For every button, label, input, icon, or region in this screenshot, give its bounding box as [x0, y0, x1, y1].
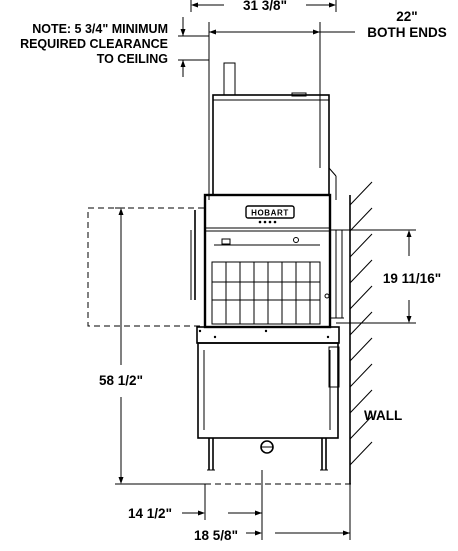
- dim-overall-height-label: 58 1/2": [99, 373, 143, 388]
- dim-both-ends-caption: BOTH ENDS: [367, 25, 447, 40]
- dim-depth-to-wall: [246, 484, 351, 540]
- dim-top-width: [190, 0, 337, 12]
- dim-bottom-offset-label: 14 1/2": [128, 506, 172, 521]
- dim-overall-height: [115, 207, 205, 485]
- wall: [349, 181, 373, 484]
- dim-top-width-label: 31 3/8": [243, 0, 287, 13]
- dim-depth-to-wall-label: 18 5/8": [194, 528, 238, 543]
- dim-ceiling-clearance: [178, 17, 209, 77]
- note-clearance-line2: REQUIRED CLEARANCE: [20, 37, 168, 51]
- brand-plate: [245, 205, 295, 219]
- note-clearance-line3: TO CEILING: [97, 52, 168, 66]
- wash-chamber: HOBART: [190, 193, 344, 329]
- dim-both-ends: [208, 22, 355, 200]
- note-clearance-line1: NOTE: 5 3/4" MINIMUM: [32, 22, 168, 36]
- lower-cabinet: [196, 326, 352, 490]
- wall-label: WALL: [364, 408, 402, 423]
- dim-door-height-label: 19 11/16": [383, 271, 441, 286]
- dim-both-ends-value: 22": [396, 9, 417, 24]
- dim-door-height: [336, 229, 416, 324]
- open-door-outline: [87, 207, 206, 327]
- brand-logo-text: HOBART: [251, 209, 289, 218]
- upper-hood: [212, 62, 337, 200]
- dim-bottom-offset: [182, 484, 263, 520]
